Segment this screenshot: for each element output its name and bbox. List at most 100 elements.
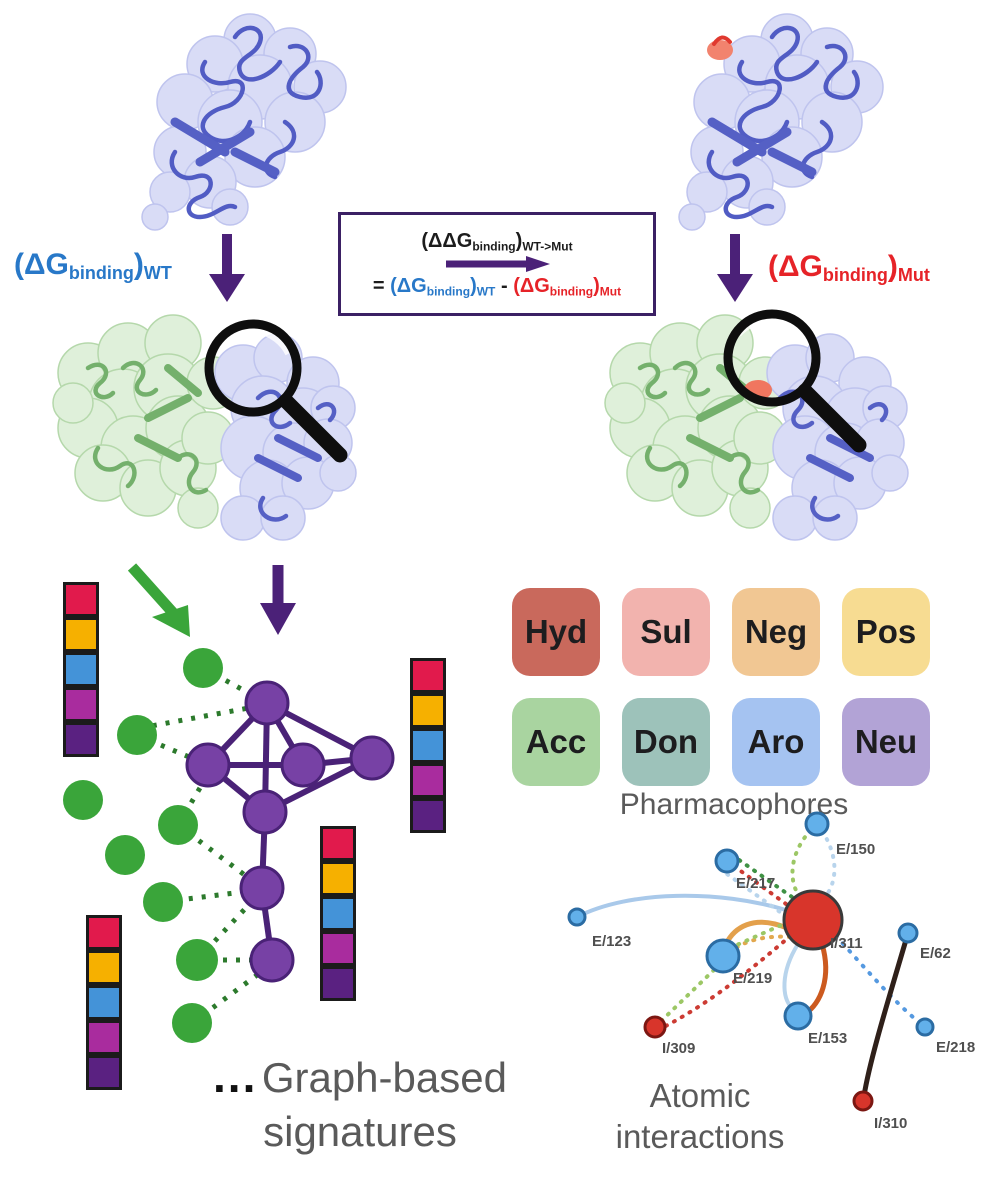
signature-cell bbox=[86, 1020, 122, 1055]
node-label-e218: E/218 bbox=[936, 1039, 975, 1056]
pharmacophore-label: Sul bbox=[640, 613, 692, 650]
node-label-e150: E/150 bbox=[836, 841, 875, 858]
signature-cell bbox=[410, 763, 446, 798]
pharmacophore-label: Don bbox=[633, 723, 699, 760]
node-e150 bbox=[804, 811, 830, 837]
graph-caption-text2: signatures bbox=[263, 1107, 457, 1155]
pharmacophore-label: Neu bbox=[854, 723, 918, 760]
interaction-edges bbox=[576, 822, 922, 1097]
node-label-i311: I/311 bbox=[830, 935, 863, 952]
wt-label-sub: binding bbox=[68, 263, 134, 284]
signature-cell bbox=[63, 652, 99, 687]
signature-cell bbox=[410, 693, 446, 728]
minus-sign: - bbox=[500, 275, 508, 297]
node-label-e62: E/62 bbox=[920, 945, 951, 962]
magnifier-icon bbox=[204, 319, 348, 463]
node-label-e153: E/153 bbox=[808, 1030, 847, 1047]
wt-label-close: ) bbox=[133, 248, 144, 281]
pharmacophore-label: Aro bbox=[747, 723, 805, 760]
mutation-sidechain bbox=[712, 35, 732, 46]
node-i311 bbox=[782, 889, 844, 951]
arrow-diagonal-green-icon bbox=[127, 563, 190, 637]
pharmacophore-neg: Neg bbox=[732, 588, 820, 676]
pharmacophore-hyd: Hyd bbox=[512, 588, 600, 676]
pharmacophore-label: Pos bbox=[855, 613, 917, 650]
pharmacophore-grid: Hyd Sul Neg Pos Acc Don Aro Neu bbox=[512, 588, 956, 786]
wt-binding-energy-label: (ΔGbinding)WT bbox=[14, 248, 172, 284]
signature-cell bbox=[63, 582, 99, 617]
eq-mut-open: (ΔG bbox=[513, 275, 550, 297]
mut-label-sub: binding bbox=[822, 265, 888, 286]
node-i310 bbox=[852, 1090, 874, 1112]
partner-surface-green bbox=[52, 314, 240, 529]
graph-nodes-purple bbox=[185, 680, 395, 983]
eq-mut-sub: binding bbox=[549, 284, 594, 299]
partner-surface-blue bbox=[214, 333, 357, 541]
node-label-e217: E/217 bbox=[736, 875, 775, 892]
eq-mut-chain: Mut bbox=[599, 284, 622, 299]
node-label-e123: E/123 bbox=[592, 933, 631, 950]
graph-caption-line1: ... Graph-based bbox=[140, 1048, 580, 1106]
eq-wt-chain: WT bbox=[476, 284, 496, 299]
signature-vector-bar-2 bbox=[410, 658, 446, 833]
equals-sign: = bbox=[372, 275, 385, 297]
ddg-equation-box: (ΔΔGbinding)WT->Mut = (ΔGbinding)WT - (Δ… bbox=[338, 212, 656, 316]
magnifier-icon bbox=[723, 309, 867, 453]
protein-ribbon bbox=[706, 25, 860, 220]
ddg-open: (ΔΔG bbox=[421, 229, 473, 252]
signature-cell bbox=[410, 728, 446, 763]
complex-mutant-image bbox=[604, 309, 909, 541]
mut-label-chain: Mut bbox=[897, 265, 930, 286]
signature-cell bbox=[320, 861, 356, 896]
blue-beta-strands bbox=[254, 434, 322, 482]
signature-cell bbox=[86, 950, 122, 985]
signature-cell bbox=[63, 687, 99, 722]
node-label-e219: E/219 bbox=[733, 970, 772, 987]
ddg-sub: binding bbox=[472, 239, 516, 253]
ddg-equation-top: (ΔΔGbinding)WT->Mut bbox=[421, 230, 572, 253]
eq-wt-close: ) bbox=[470, 275, 477, 297]
partner-surface-green bbox=[604, 314, 792, 529]
graph-signature-network bbox=[63, 563, 395, 1043]
green-ribbon bbox=[637, 360, 761, 495]
pharmacophore-pos: Pos bbox=[842, 588, 930, 676]
atomic-caption-line2: interactions bbox=[615, 1118, 785, 1156]
blue-beta-strands bbox=[806, 434, 874, 482]
signature-cell bbox=[86, 915, 122, 950]
arrow-down-mut-icon bbox=[717, 234, 753, 302]
signature-cell bbox=[86, 1055, 122, 1090]
signature-cell bbox=[63, 722, 99, 757]
signature-vector-bar-4 bbox=[86, 915, 122, 1090]
signature-cell bbox=[410, 798, 446, 833]
mut-label-open: (ΔG bbox=[768, 250, 823, 283]
mut-label-close: ) bbox=[887, 250, 898, 283]
green-ribbon bbox=[85, 360, 209, 495]
pharmacophore-acc: Acc bbox=[512, 698, 600, 786]
node-e153 bbox=[783, 1001, 813, 1031]
ddg-chain: WT->Mut bbox=[522, 239, 573, 253]
graph-signatures-caption: ... Graph-based signatures bbox=[140, 1048, 580, 1158]
pharmacophore-don: Don bbox=[622, 698, 710, 786]
interaction-nodes bbox=[567, 811, 935, 1112]
protein-mutant-image bbox=[678, 13, 884, 231]
atomic-interactions-network: E/150 E/217 E/123 I/311 E/219 I/309 E/15… bbox=[567, 811, 975, 1132]
pharmacophore-neu: Neu bbox=[842, 698, 930, 786]
ddg-close: ) bbox=[515, 229, 523, 252]
eq-wt-term: (ΔGbinding)WT bbox=[390, 275, 496, 299]
ellipsis-dots: ... bbox=[213, 1050, 258, 1102]
pharmacophore-sul: Sul bbox=[622, 588, 710, 676]
pharmacophore-label: Acc bbox=[525, 723, 587, 760]
node-label-i310: I/310 bbox=[874, 1115, 907, 1132]
pharmacophore-aro: Aro bbox=[732, 698, 820, 786]
signature-cell bbox=[320, 826, 356, 861]
protein-wildtype-image bbox=[141, 13, 347, 231]
eq-mut-close: ) bbox=[593, 275, 600, 297]
signature-cell bbox=[63, 617, 99, 652]
node-label-i309: I/309 bbox=[662, 1040, 695, 1057]
node-e219 bbox=[705, 938, 741, 974]
signature-vector-bar-3 bbox=[320, 826, 356, 1001]
eq-wt-open: (ΔG bbox=[390, 275, 427, 297]
signature-cell bbox=[320, 931, 356, 966]
interaction-labels: E/150 E/217 E/123 I/311 E/219 I/309 E/15… bbox=[592, 841, 975, 1132]
